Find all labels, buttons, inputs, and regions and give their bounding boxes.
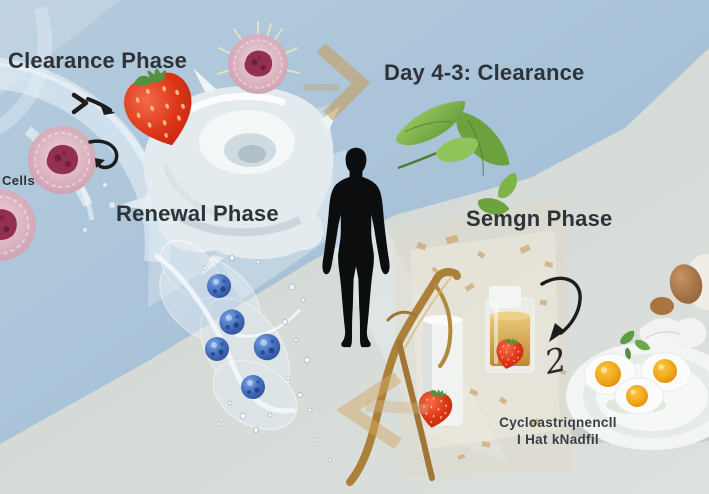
curved-arrow-icon: [540, 276, 582, 342]
blueberry-icon: [241, 375, 265, 399]
label-renewal-phase: Renewal Phase: [116, 201, 279, 226]
blueberry-icon: [253, 333, 281, 361]
water-splash-berries: [153, 240, 333, 463]
milk-splash: [118, 68, 340, 277]
label-clearance-phase: Clearance Phase: [8, 48, 188, 73]
glass-of-tea: [485, 286, 535, 373]
caption-block: Cycloastriqnencll I Hat kNadfil: [472, 414, 644, 448]
blueberry-icon: [205, 337, 229, 361]
blueberry-icon: [207, 274, 231, 298]
blueberry-icon: [219, 309, 245, 335]
egg-plate: [566, 329, 709, 450]
virus-cell-icon: [217, 21, 300, 95]
mint-sprig-icon: [389, 95, 515, 179]
water-droplets: [202, 255, 333, 463]
label-semgn-phase: Semgn Phase: [466, 206, 613, 231]
branch-icon: [346, 268, 461, 486]
black-arrows: [71, 92, 119, 170]
human-silhouette: [322, 147, 390, 348]
arrow-left-chevron-icon: [336, 371, 428, 450]
label-day-heading: Day 4-3: Clearance: [384, 60, 585, 85]
arrow-right-chevron-icon: [303, 43, 371, 121]
caption-line1: Cycloastriqnencll: [499, 415, 617, 430]
fried-egg: [614, 377, 664, 415]
label-cells: Cells: [2, 173, 36, 188]
caption-line2: I Hat kNadfil: [517, 432, 599, 447]
cell-icon: [27, 125, 97, 195]
